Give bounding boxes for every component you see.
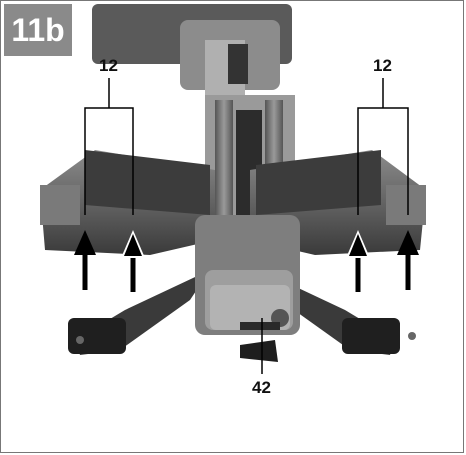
figure-number: 11b bbox=[11, 11, 65, 48]
callout-lines bbox=[84, 78, 409, 374]
arrow-left-1 bbox=[74, 230, 96, 290]
saw-head bbox=[92, 4, 292, 100]
callout-42: 42 bbox=[252, 378, 271, 397]
right-table-wing bbox=[250, 150, 426, 255]
callout-12-right: 12 bbox=[373, 56, 392, 75]
front-arm bbox=[195, 215, 300, 362]
left-table-wing bbox=[40, 150, 215, 255]
callout-12-left: 12 bbox=[99, 56, 118, 75]
arrow-right-2 bbox=[397, 230, 419, 290]
arrow-left-2 bbox=[121, 230, 145, 292]
arrow-right-1 bbox=[346, 230, 370, 292]
figure-number-badge: 11b bbox=[4, 4, 72, 56]
